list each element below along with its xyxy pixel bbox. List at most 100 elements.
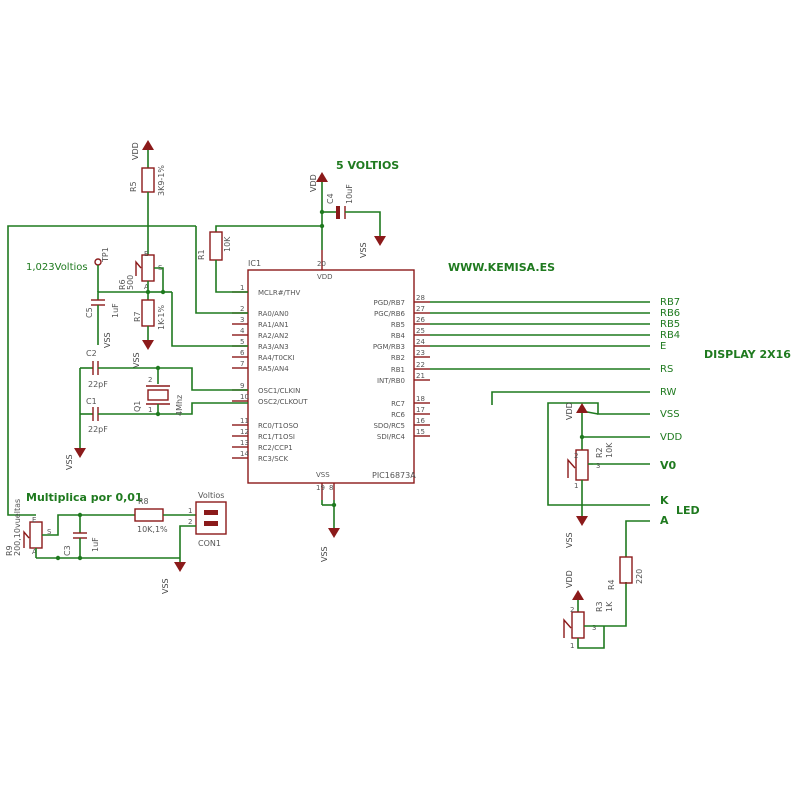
r7-body [141, 299, 155, 327]
q1-value: 4Mhz [175, 395, 184, 416]
ic1-right-pin-name: RC7 [391, 400, 405, 408]
ic1-left-pin-name: RA3/AN3 [258, 343, 289, 351]
vss-con1-label: VSS [161, 578, 170, 594]
ic-ground: VSS [320, 500, 340, 562]
ic1-pin-20-num: 20 [317, 260, 326, 268]
ic1-left-pin-name: RC2/CCP1 [258, 444, 293, 452]
c2-value: 22pF [88, 380, 108, 389]
ic1-left-pin-num: 1 [240, 284, 244, 292]
vss-r2-label: VSS [565, 532, 574, 548]
ic1-right-pin-num: 24 [416, 338, 425, 346]
vss-c4-label: VSS [359, 242, 368, 258]
r7-value: 1K-1% [157, 305, 166, 330]
r3-pin-1: 1 [570, 642, 574, 650]
ic1-right-pin-name: RB1 [391, 366, 405, 374]
display-pin-rb5: RB5 [660, 319, 680, 330]
supply-section: VDD VSS C4 10uF R1 10K [197, 172, 386, 293]
backlight: VDD R3 1K 2 3 1 R4 220 [563, 556, 644, 650]
r3-ref: R3 [595, 601, 604, 612]
c4-ref: C4 [326, 193, 335, 204]
ic1-right-pin-name: PGC/RB6 [374, 310, 406, 318]
r9-a-mark: A [32, 548, 37, 556]
ic1-pin-vdd: VDD [317, 273, 333, 281]
ic1-left-pin-name: RA1/AN1 [258, 321, 289, 329]
vdd-r5-label: VDD [131, 142, 140, 160]
ic1-left-pin-name: OSC1/CLKIN [258, 387, 300, 395]
display-pin-e: E [660, 341, 666, 352]
ic1-left-pin-num: 5 [240, 338, 244, 346]
website-label: WWW.KEMISA.ES [448, 261, 555, 274]
r3-pin-2: 2 [570, 606, 574, 614]
ic1-pin-8-num: 8 [329, 484, 333, 492]
ic1-left-pin-num: 10 [240, 393, 249, 401]
vdd-r2-label: VDD [565, 402, 574, 420]
r7-ref: R7 [133, 311, 142, 322]
ic1-pin-19-num: 19 [316, 484, 325, 492]
ic1-left-pin-num: 3 [240, 316, 244, 324]
r9-body [29, 521, 43, 549]
display-title: DISPLAY 2X16 [704, 348, 791, 361]
ic1-right-pins: 28PGD/RB727PGC/RB626RB525RB424PGM/RB323R… [373, 294, 430, 441]
ic1-left-pin-num: 4 [240, 327, 245, 335]
ic1-right-pin-num: 27 [416, 305, 425, 313]
c3-value: 1uF [91, 537, 100, 552]
r1-ref: R1 [197, 249, 206, 260]
ic1-pin-vss: VSS [316, 471, 330, 479]
r8-ref: R8 [138, 497, 149, 506]
ic1-left-pin-name: RC1/T1OSI [258, 433, 295, 441]
con1-pin-1: 1 [188, 507, 192, 515]
display-pin-vss: VSS [660, 409, 680, 420]
r2-pin-3: 3 [596, 462, 600, 470]
ic1-left-pin-name: RA2/AN2 [258, 332, 289, 340]
r9-e-mark: E [32, 516, 36, 524]
r6-a-mark: A [144, 283, 149, 291]
c5-ref: C5 [85, 307, 94, 318]
led-label: LED [676, 504, 700, 517]
ic1-left-pin-num: 7 [240, 360, 244, 368]
r1-body [209, 231, 223, 261]
r5-body [141, 167, 155, 193]
ic1-left-pin-num: 14 [240, 450, 249, 458]
display-pin-a: A [660, 514, 669, 527]
ic1-right-pin-name: RB5 [391, 321, 405, 329]
r2-value: 10K [605, 442, 614, 458]
r8-body [134, 508, 164, 522]
ic1-left-pin-num: 12 [240, 428, 249, 436]
display-bus [430, 301, 650, 557]
tp1-ref: TP1 [101, 247, 110, 263]
r3-value: 1K [605, 601, 614, 612]
c1-ref: C1 [86, 397, 97, 406]
r2-pin-1: 1 [574, 482, 578, 490]
c1-value: 22pF [88, 425, 108, 434]
vdd-r3-label: VDD [565, 570, 574, 588]
ic1-left-pin-num: 2 [240, 305, 244, 313]
con1-value: Voltios [198, 491, 224, 500]
display-pin-rb6: RB6 [660, 308, 680, 319]
vdd-top-label: VDD [309, 174, 318, 192]
r6-ref: R6 [118, 279, 127, 290]
r2-contrast: VDD R2 10K 2 3 1 VSS [565, 402, 614, 548]
ic1-left-pin-num: 9 [240, 382, 244, 390]
vss-ic-label: VSS [320, 546, 329, 562]
ic1-right-pin-num: 23 [416, 349, 425, 357]
r3-pin-3: 3 [592, 624, 596, 632]
q1-body [147, 389, 169, 401]
input-rail [7, 225, 248, 516]
r3-body [571, 611, 585, 639]
vss-osc-label: VSS [65, 454, 74, 470]
con1-pin-2: 2 [188, 518, 192, 526]
ic1-left-pin-num: 11 [240, 417, 249, 425]
ic1-right-pin-name: PGM/RB3 [373, 343, 405, 351]
display-pin-vdd: VDD [660, 432, 683, 443]
q1-pin-1: 1 [148, 406, 152, 414]
display-pin-rs: RS [660, 364, 673, 375]
ref-voltage-label: 1,023Voltios [26, 262, 88, 273]
r9-s-mark: S [47, 528, 52, 536]
c3-ref: C3 [63, 545, 72, 556]
oscillator: C2 22pF C1 22pF VSS VSS Q1 4Mhz 2 1 [65, 332, 248, 470]
input-section: R9 200,10vueltas E S A C3 1uF R8 10K,1% … [5, 491, 227, 594]
ic1-left-pin-num: 6 [240, 349, 245, 357]
ic1-right-pin-num: 18 [416, 395, 425, 403]
ic1-left-pin-name: MCLR#/THV [258, 289, 300, 297]
